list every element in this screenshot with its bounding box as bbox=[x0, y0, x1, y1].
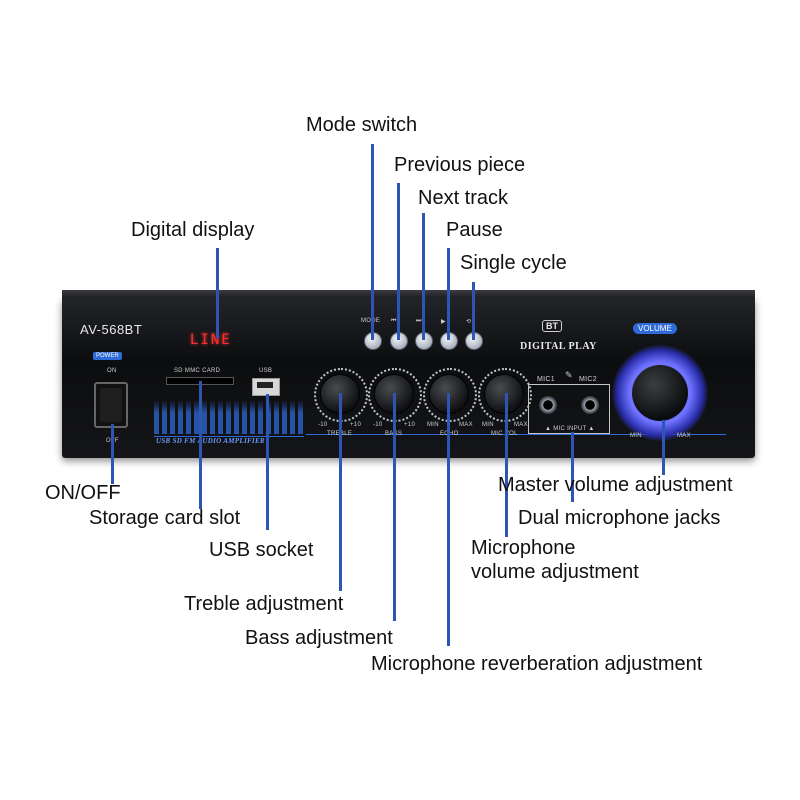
callout-mic-reverb: Microphone reverberation adjustment bbox=[371, 653, 703, 675]
next-button-label: ⏭ bbox=[416, 318, 422, 324]
panel-divider bbox=[154, 436, 304, 437]
callout-bass: Bass adjustment bbox=[245, 627, 393, 649]
mode-button-label: MODE bbox=[361, 318, 380, 324]
mode-switch-leader bbox=[371, 144, 374, 340]
panel-accent-line bbox=[306, 434, 726, 435]
mic-vol-label: MIC VOL bbox=[491, 431, 518, 437]
callout-on-off: ON/OFF bbox=[45, 482, 121, 504]
callout-digital-display: Digital display bbox=[131, 219, 255, 241]
bass-leader bbox=[393, 393, 396, 621]
treble-leader bbox=[339, 393, 342, 591]
mic-input-label: ▲ MIC INPUT ▲ bbox=[545, 426, 595, 432]
callout-previous-piece: Previous piece bbox=[394, 154, 526, 176]
callout-mic-volume-line1: Microphone bbox=[471, 537, 576, 559]
callout-pause: Pause bbox=[446, 219, 503, 241]
callout-storage-card-slot: Storage card slot bbox=[89, 507, 241, 529]
cycle-button-label: ⟲ bbox=[466, 319, 472, 325]
usb-socket-leader bbox=[266, 394, 269, 530]
power-label: POWER bbox=[93, 352, 122, 360]
prev-button-label: ⏮ bbox=[391, 318, 397, 324]
mic-volume-leader bbox=[505, 393, 508, 537]
echo-min: MIN bbox=[427, 422, 439, 428]
previous-piece-leader bbox=[397, 183, 400, 340]
mic-vol-min: MIN bbox=[482, 422, 494, 428]
volume-min: MIN bbox=[630, 433, 642, 439]
dual-mic-leader bbox=[571, 432, 574, 502]
callout-next-track: Next track bbox=[418, 187, 509, 209]
echo-knob-ring bbox=[423, 368, 477, 422]
volume-label: VOLUME bbox=[633, 323, 677, 334]
single-cycle-leader bbox=[472, 282, 475, 340]
equalizer-graphic bbox=[154, 400, 304, 434]
bluetooth-logo: BT bbox=[542, 320, 562, 332]
power-switch[interactable] bbox=[94, 382, 128, 428]
on-label: ON bbox=[107, 368, 117, 374]
echo-max: MAX bbox=[459, 422, 473, 428]
mic-vol-max: MAX bbox=[514, 422, 528, 428]
model-label: AV-568BT bbox=[80, 322, 143, 337]
usb-label: USB bbox=[259, 368, 273, 374]
mic-vol-knob[interactable] bbox=[484, 374, 524, 414]
mic-icon: ✎ bbox=[565, 370, 573, 380]
bass-max: +10 bbox=[404, 422, 416, 428]
mic1-jack[interactable] bbox=[539, 396, 557, 414]
callout-treble: Treble adjustment bbox=[184, 593, 344, 615]
mic2-jack[interactable] bbox=[581, 396, 599, 414]
sd-card-label: SD MMC CARD bbox=[174, 368, 221, 374]
bass-min: -10 bbox=[373, 422, 383, 428]
pause-leader bbox=[447, 248, 450, 340]
callout-mode-switch: Mode switch bbox=[306, 114, 418, 136]
digital-display-leader bbox=[216, 248, 219, 338]
digital-display: LINE bbox=[190, 332, 232, 348]
callout-dual-mic-jacks: Dual microphone jacks bbox=[518, 507, 721, 529]
digital-play-label: DIGITAL PLAY bbox=[520, 341, 597, 352]
on-off-leader bbox=[111, 424, 114, 484]
callout-single-cycle: Single cycle bbox=[460, 252, 567, 274]
callout-usb-socket: USB socket bbox=[209, 539, 314, 561]
master-volume-leader bbox=[662, 420, 665, 475]
treble-min: -10 bbox=[318, 422, 328, 428]
callout-mic-volume-line2: volume adjustment bbox=[471, 561, 639, 583]
mic1-label: MIC1 bbox=[537, 376, 555, 383]
volume-max: MAX bbox=[677, 433, 691, 439]
storage-card-leader bbox=[199, 381, 202, 509]
mic2-label: MIC2 bbox=[579, 376, 597, 383]
amplifier-top-edge bbox=[62, 290, 755, 300]
pause-button-label: ▶ bbox=[441, 319, 446, 325]
master-volume-knob[interactable] bbox=[632, 365, 688, 421]
treble-max: +10 bbox=[350, 422, 362, 428]
echo-leader bbox=[447, 393, 450, 646]
mic-input-box bbox=[528, 384, 610, 434]
callout-master-volume: Master volume adjustment bbox=[498, 474, 733, 496]
amplifier-subtitle: USB SD FM AUDIO AMPLIFIER bbox=[156, 437, 265, 445]
next-track-leader bbox=[422, 213, 425, 340]
